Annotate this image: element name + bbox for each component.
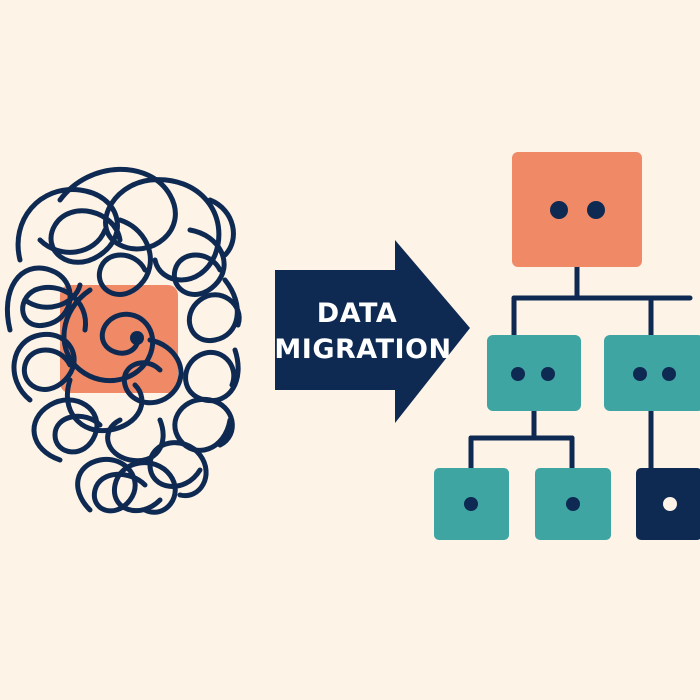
level1-left-box: [487, 335, 581, 411]
hierarchy-connectors: [468, 264, 693, 471]
level1-right-box: [604, 335, 700, 411]
right-arrow-icon: DATA MIGRATION: [274, 240, 470, 423]
level1-right-dot-2: [662, 367, 676, 381]
arrow-shape: [275, 240, 470, 423]
tangled-lines-icon: [4, 166, 242, 515]
level1-left-dot-2: [541, 367, 555, 381]
root-dot-right: [587, 201, 605, 219]
source-node-dot: [130, 331, 144, 345]
arrow-label-line1: DATA: [317, 298, 397, 329]
hierarchy-level2-node-2: [535, 468, 611, 540]
hierarchy-level1-right-node: [604, 335, 700, 411]
source-tangle-group: [4, 166, 242, 515]
hierarchy-root-node: [512, 152, 642, 267]
hierarchy-level1-left-node: [487, 335, 581, 411]
arrow-label-line2: MIGRATION: [274, 334, 451, 365]
hierarchy-level2-node-1: [434, 468, 509, 540]
level2-dot-2: [566, 497, 580, 511]
level2-dot-3: [663, 497, 677, 511]
root-box: [512, 152, 642, 267]
hierarchy-level2-node-3: [636, 468, 700, 540]
level1-right-dot-1: [633, 367, 647, 381]
level1-left-dot-1: [511, 367, 525, 381]
root-dot-left: [550, 201, 568, 219]
level2-dot-1: [464, 497, 478, 511]
